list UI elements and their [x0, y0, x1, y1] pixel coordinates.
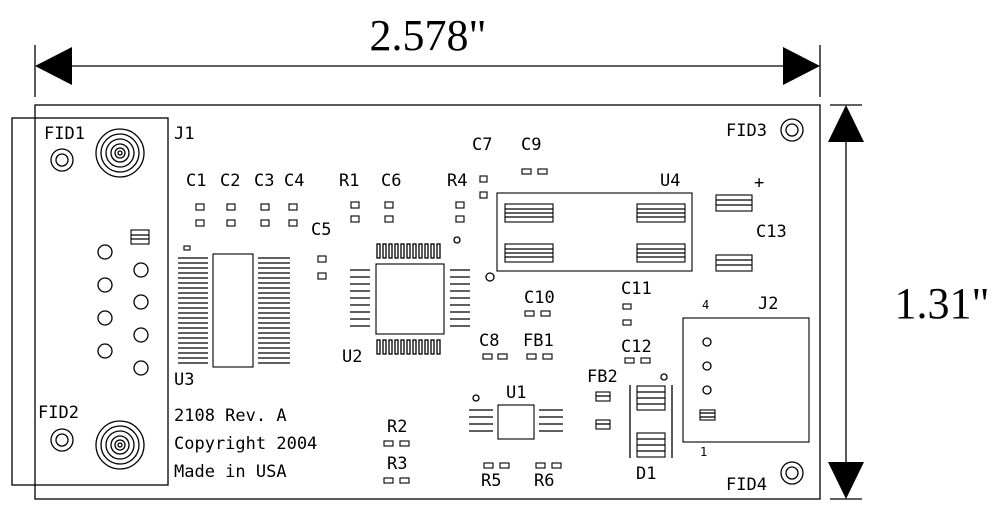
arrow-left [35, 47, 72, 85]
copyright-text: Copyright 2004 [174, 434, 317, 454]
svg-text:FID2: FID2 [38, 403, 79, 423]
svg-text:U2: U2 [342, 347, 362, 367]
svg-text:C11: C11 [621, 279, 652, 299]
svg-text:C8: C8 [479, 331, 499, 351]
j1-small-part [130, 229, 150, 245]
arrow-down [828, 462, 864, 499]
svg-text:U3: U3 [174, 370, 194, 390]
svg-text:FB1: FB1 [523, 331, 554, 351]
svg-text:R6: R6 [534, 471, 554, 491]
svg-text:D1: D1 [636, 464, 656, 484]
svg-text:4: 4 [702, 298, 709, 312]
svg-text:C5: C5 [311, 220, 331, 240]
coax-top [95, 128, 145, 178]
u1-chip [469, 394, 563, 440]
svg-text:C9: C9 [521, 135, 541, 155]
height-dimension: 1.31" [828, 104, 990, 500]
u2-chip [350, 243, 470, 355]
svg-text:C4: C4 [284, 171, 304, 191]
u4-pad-bl [504, 243, 554, 263]
svg-text:R5: R5 [481, 471, 501, 491]
j1-connector-outline [11, 117, 169, 486]
svg-text:FB2: FB2 [587, 367, 618, 387]
svg-text:C12: C12 [621, 337, 652, 357]
svg-text:R3: R3 [387, 454, 407, 474]
width-dimension: 2.578" [34, 11, 821, 97]
svg-text:C10: C10 [524, 288, 555, 308]
svg-text:C13: C13 [756, 222, 787, 242]
svg-text:R1: R1 [339, 171, 359, 191]
board-outline [34, 104, 821, 500]
fid4: FID4 [726, 461, 804, 495]
svg-text:FID4: FID4 [726, 475, 767, 495]
arrow-up [828, 105, 864, 142]
c13-pads [715, 194, 753, 272]
u4-pad-tr [636, 203, 686, 223]
svg-text:J1: J1 [174, 124, 194, 144]
passive-pads [183, 168, 548, 280]
svg-text:1: 1 [700, 445, 707, 459]
j2-connector [682, 317, 810, 443]
svg-text:R2: R2 [387, 417, 407, 437]
svg-text:C2: C2 [220, 171, 240, 191]
u4-chip [485, 192, 693, 282]
svg-text:FID3: FID3 [726, 121, 767, 141]
height-label: 1.31" [895, 279, 990, 328]
origin-text: Made in USA [174, 462, 287, 482]
j1-pins [97, 244, 149, 376]
u3-chip [178, 253, 290, 368]
svg-text:J2: J2 [758, 294, 778, 314]
d1-diode [629, 373, 673, 458]
fid1: FID1 [44, 124, 85, 172]
width-label: 2.578" [370, 11, 487, 60]
fid2: FID2 [38, 403, 79, 452]
coax-bottom [95, 420, 145, 470]
svg-text:FID1: FID1 [44, 124, 85, 144]
arrow-right [783, 47, 820, 85]
svg-text:C6: C6 [381, 171, 401, 191]
u4-pad-br [636, 243, 686, 263]
j1-connector: J1 [95, 124, 194, 470]
svg-text:C3: C3 [254, 171, 274, 191]
svg-text:C7: C7 [472, 135, 492, 155]
u4-pad-tl [504, 203, 554, 223]
revision-text: 2108 Rev. A [174, 406, 287, 426]
svg-text:U4: U4 [660, 171, 680, 191]
component-labels: C1 C2 C3 C4 R1 C6 R4 C7 C9 U4 + C13 C5 C… [174, 135, 787, 491]
svg-text:+: + [754, 173, 764, 193]
svg-text:R4: R4 [447, 171, 467, 191]
fid3: FID3 [726, 118, 804, 142]
small-passives [383, 303, 651, 484]
svg-text:C1: C1 [186, 171, 206, 191]
svg-text:U1: U1 [506, 383, 526, 403]
silkscreen-text: 2108 Rev. A Copyright 2004 Made in USA [174, 406, 317, 482]
